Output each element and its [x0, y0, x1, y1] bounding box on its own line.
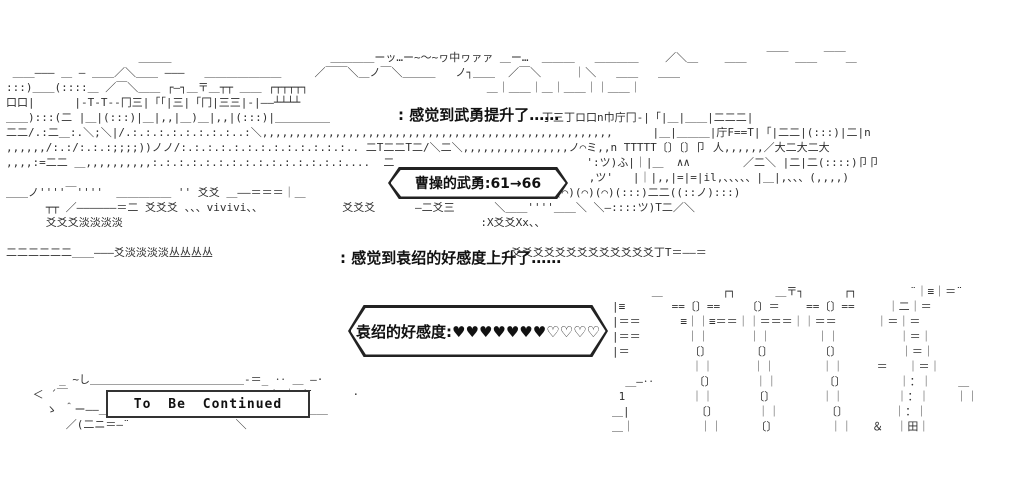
- stat-bubble-yuanshao-haogan: 袁绍的好感度:♥♥♥♥♥♥♥♡♡♡♡: [348, 305, 608, 357]
- stat-bubble-caocao-wuyong: 曹操的武勇:61→66: [388, 167, 568, 199]
- to-be-continued-box: To Be Continued: [106, 390, 310, 418]
- stat-bubble-border: 曹操的武勇:61→66: [388, 167, 568, 199]
- stat-bubble-body: 袁绍的好感度:♥♥♥♥♥♥♥♡♡♡♡: [350, 307, 606, 355]
- stat-bubble-border: 袁绍的好感度:♥♥♥♥♥♥♥♡♡♡♡: [348, 305, 608, 357]
- yuanshao-haogan-value: 袁绍的好感度:♥♥♥♥♥♥♥♡♡♡♡: [350, 318, 606, 344]
- ascii-art-fence-right-block: ＿ ┌┐ ＿〒┐ ┌┐ ¨｜≡｜＝¨ |≡ ==〔〕== 〔〕＝ ==〔〕== …: [612, 285, 979, 433]
- to-be-continued-label: To Be Continued: [133, 396, 283, 412]
- stat-bubble-body: 曹操的武勇:61→66: [390, 169, 566, 197]
- notice-haogan-increase: : 感觉到袁绍的好感度上升了……: [340, 249, 562, 267]
- caocao-wuyong-value: 曹操的武勇:61→66: [414, 176, 542, 192]
- ascii-art-upper-block: ＿＿＿ ＿＿＿＿ーッ…ー~〜~ヮ中ヮァァ ＿ー… ＿＿＿ ＿＿＿＿ ／＼＿ ＿＿…: [6, 51, 880, 259]
- notice-wuyong-increase: : 感觉到武勇提升了……: [398, 106, 560, 124]
